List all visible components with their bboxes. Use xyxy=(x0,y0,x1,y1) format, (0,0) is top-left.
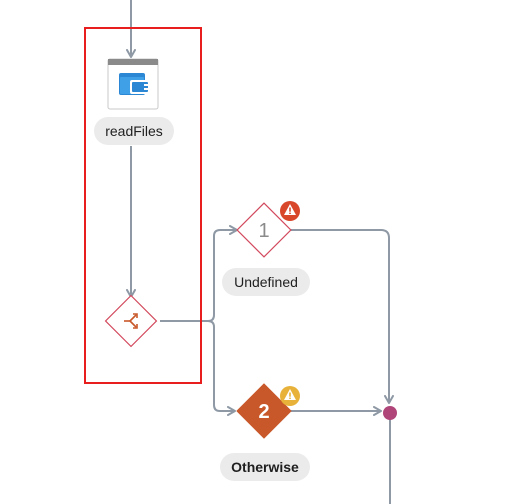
otherwise-number: 2 xyxy=(258,401,269,423)
file-adapter-icon xyxy=(119,73,151,95)
case1-node[interactable]: 1 xyxy=(236,202,292,258)
case1-label[interactable]: Undefined xyxy=(222,268,310,296)
readfiles-label[interactable]: readFiles xyxy=(94,117,174,145)
readfiles-node[interactable] xyxy=(107,58,159,110)
otherwise-node[interactable]: 2 xyxy=(236,383,292,439)
case1-number: 1 xyxy=(258,220,269,242)
otherwise-label[interactable]: Otherwise xyxy=(220,453,310,481)
connector-case1-to-merge xyxy=(291,229,394,404)
connector-lines xyxy=(126,0,394,504)
selection-highlight xyxy=(84,27,202,384)
switch-node[interactable] xyxy=(104,294,158,348)
connector-switch-to-otherwise xyxy=(160,320,236,416)
switch-branch-icon xyxy=(124,313,138,329)
merge-point[interactable] xyxy=(383,406,397,420)
warning-icon xyxy=(280,201,300,221)
warning-icon xyxy=(280,386,300,406)
